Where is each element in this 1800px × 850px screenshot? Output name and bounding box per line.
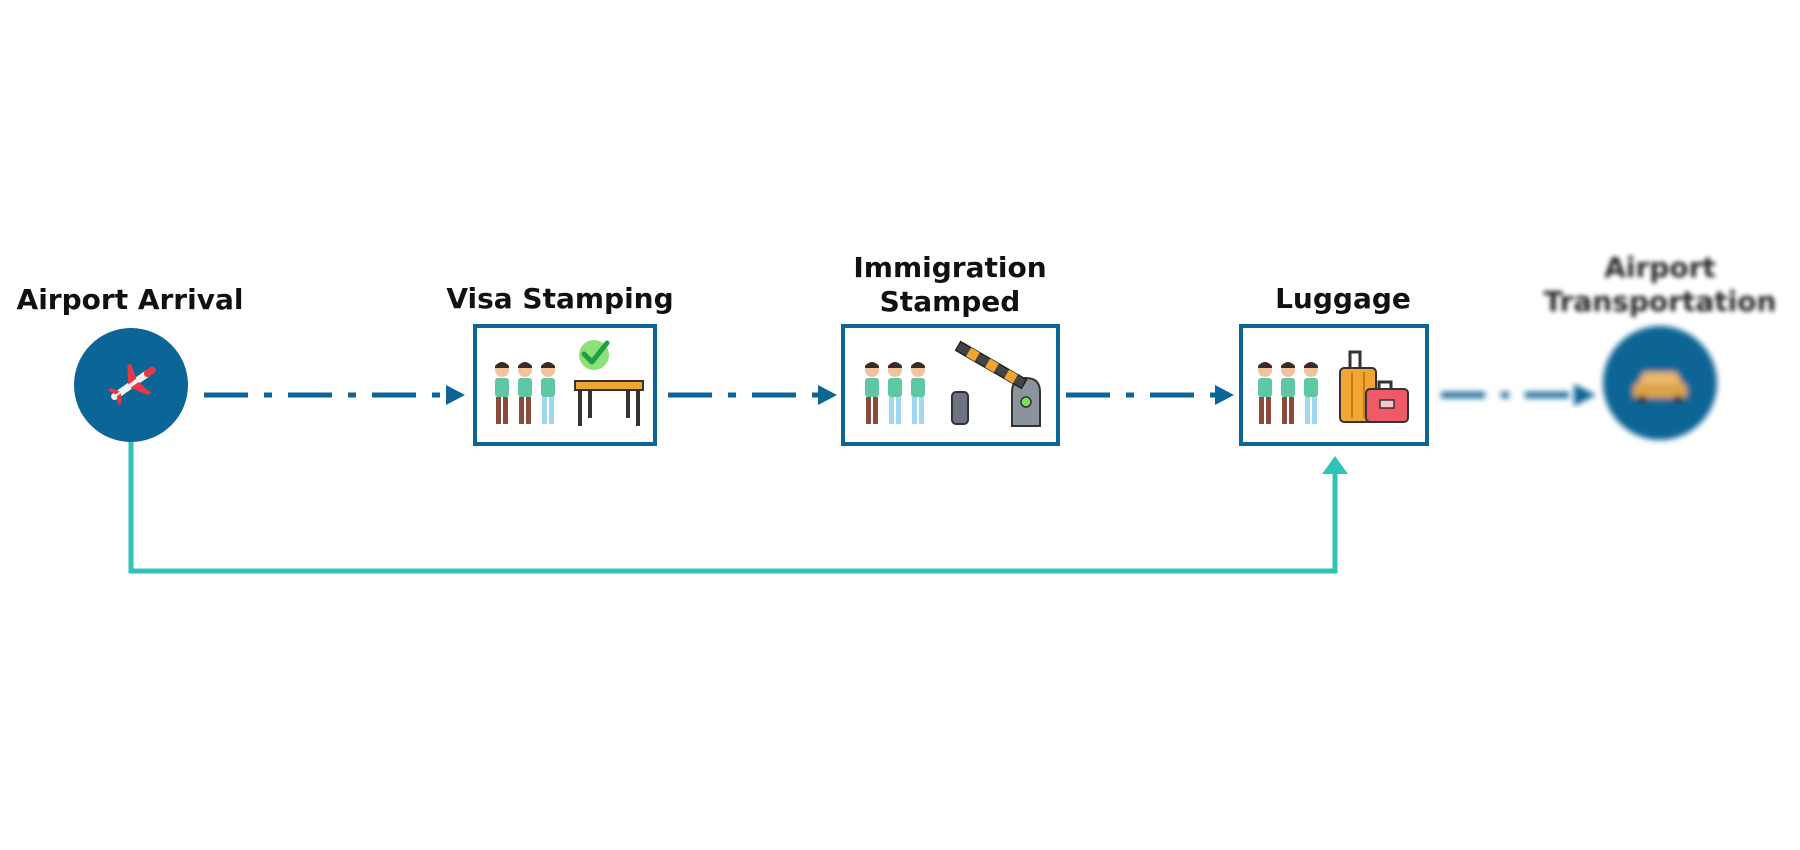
barrier-gate-icon (951, 340, 1041, 427)
node-airport-transportation (1603, 326, 1717, 440)
suitcases-icon (1339, 350, 1409, 423)
queue-people-icon (495, 362, 555, 424)
node-immigration-stamped (841, 324, 1060, 446)
edge-immigration-to-luggage (1066, 385, 1234, 405)
title-luggage: Luggage (1275, 282, 1411, 315)
airplane-icon (107, 363, 156, 405)
queue-people-icon (1258, 362, 1318, 424)
car-icon (1633, 372, 1687, 403)
edge-visa-to-immigration (668, 385, 837, 405)
node-luggage (1239, 324, 1429, 446)
edge-arrival-to-visa (204, 385, 465, 405)
check-icon (579, 340, 610, 370)
queue-people-icon (865, 362, 925, 424)
title-visa-stamping: Visa Stamping (446, 282, 674, 315)
desk-icon (574, 380, 644, 426)
title-airport-transportation: Airport Transportation (1543, 251, 1777, 318)
edge-luggage-to-transportation (1441, 384, 1596, 406)
node-airport-arrival (74, 328, 188, 442)
title-immigration-stamped: Immigration Stamped (853, 251, 1047, 318)
edge-arrival-to-luggage (128, 442, 1348, 574)
title-airport-arrival: Airport Arrival (16, 283, 244, 316)
node-visa-stamping (473, 324, 657, 446)
